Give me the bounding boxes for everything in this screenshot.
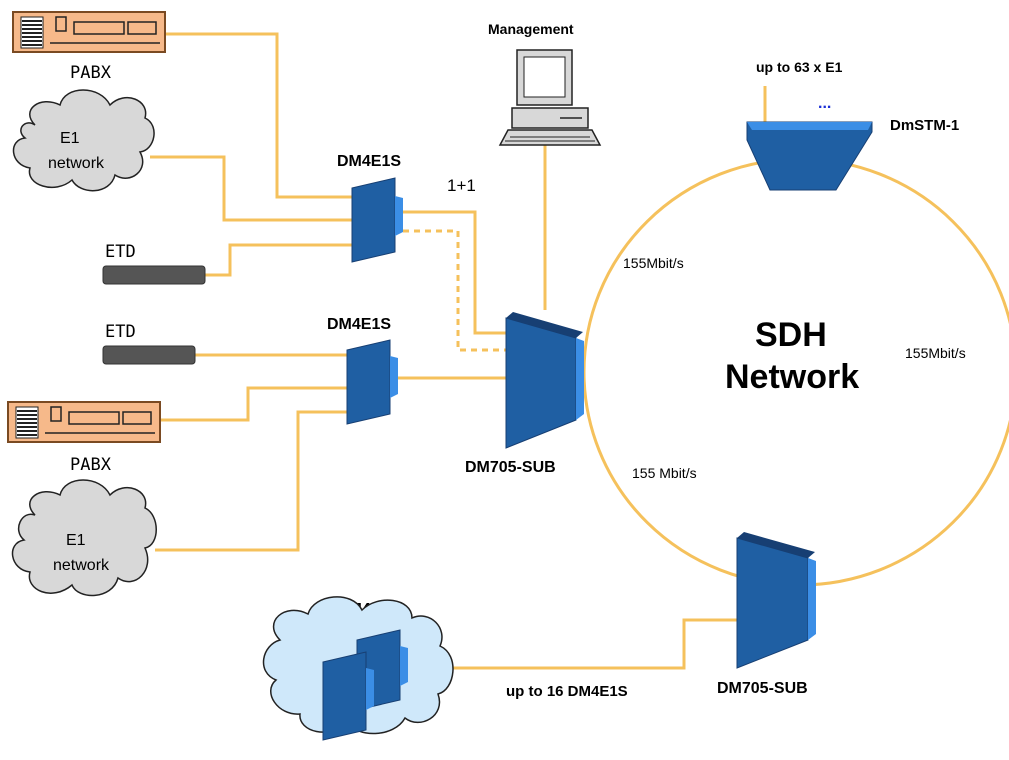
pabx-bottom — [7, 401, 161, 443]
e1-network-bottom-label-line1: E1 — [66, 532, 86, 549]
rate-bottom-label: 155 Mbit/s — [632, 465, 697, 481]
link-etd-top — [205, 243, 355, 277]
rate-left-label: 155Mbit/s — [623, 255, 684, 271]
e1-network-top-cloud — [12, 89, 155, 192]
dm4e1s-mid-device — [346, 339, 398, 425]
link-e1-bottom — [155, 410, 347, 552]
up-to-63-label: up to 63 x E1 — [756, 59, 843, 75]
e1-network-bottom-label-line2: network — [53, 557, 110, 574]
dm705-sub-left-label: DM705-SUB — [465, 459, 556, 476]
e1-network-bottom-cloud — [11, 479, 157, 597]
dm4e1s-top-label: DM4E1S — [337, 153, 401, 170]
link-cluster — [440, 618, 737, 670]
link-dm4e1s-top-standby — [403, 229, 507, 352]
e1-network-top-label-line1: E1 — [60, 130, 80, 147]
link-pabx-top — [165, 32, 355, 199]
link-dm4e1s-top-main — [403, 210, 507, 335]
pabx-top — [12, 11, 166, 53]
dm4e1s-cluster-devices — [322, 629, 408, 741]
dmstm1-label: DmSTM-1 — [890, 117, 959, 134]
etd-top-device — [102, 265, 206, 285]
management-computer-icon — [498, 49, 602, 146]
one-plus-one-label: 1+1 — [447, 176, 476, 195]
e1-network-top-label-line2: network — [48, 155, 105, 172]
sdh-title-line1: SDH — [755, 316, 827, 354]
dm705-sub-left-device — [505, 312, 584, 449]
link-pabx-bottom — [160, 386, 347, 422]
rate-right-label: 155Mbit/s — [905, 345, 966, 361]
up-to-16-label: up to 16 DM4E1S — [506, 683, 628, 700]
etd-top-label: ETD — [105, 242, 136, 262]
dm705-sub-bottom-label: DM705-SUB — [717, 680, 808, 697]
ellipsis-label: ... — [818, 95, 831, 112]
dmstm1-device — [746, 121, 873, 191]
management-label: Management — [488, 21, 574, 37]
dm4e1s-mid-label: DM4E1S — [327, 316, 391, 333]
pabx-bottom-label: PABX — [70, 455, 112, 475]
link-e1-top — [150, 155, 355, 222]
etd-mid-device — [102, 345, 196, 365]
dm705-sub-bottom-device — [736, 532, 816, 669]
sdh-title-line2: Network — [725, 358, 859, 396]
pabx-top-label: PABX — [70, 63, 112, 83]
etd-mid-label: ETD — [105, 322, 136, 342]
dm4e1s-top-device — [351, 177, 403, 263]
